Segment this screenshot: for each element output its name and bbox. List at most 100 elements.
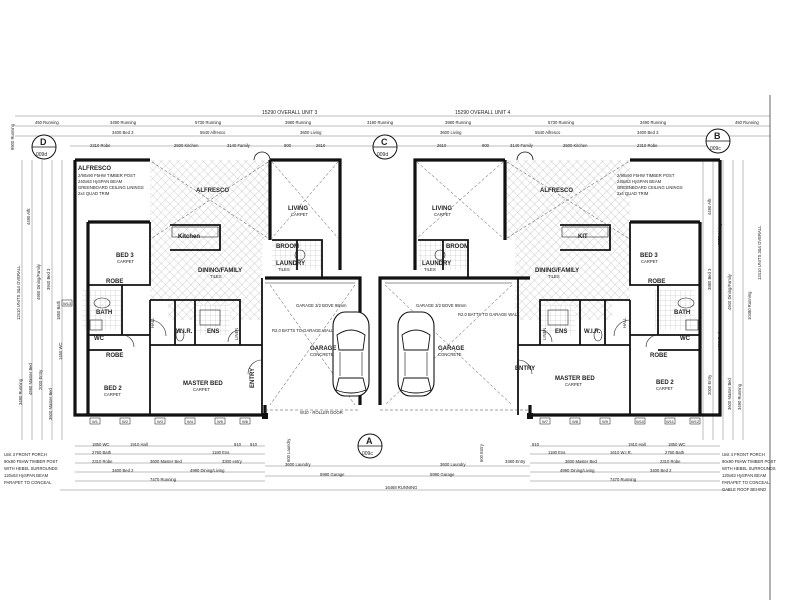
- svg-text:1910 Hall: 1910 Hall: [130, 442, 148, 447]
- top-sub-dim-8: 3140 Family: [510, 143, 534, 148]
- svg-text:W11: W11: [666, 419, 675, 424]
- right-side-dimensions: 4490 Alfr. 3250 Living 3880 Bed 3 4940 D…: [702, 160, 762, 440]
- overall-side-right: 10480 Running: [747, 291, 752, 320]
- svg-text:2/90x90 F5HW TIMBER POST: 2/90x90 F5HW TIMBER POST: [617, 173, 675, 178]
- svg-text:TILES: TILES: [424, 267, 436, 272]
- room-entry-unit3: ENTRY: [250, 368, 256, 388]
- top-room-dim-4: 3600 Living: [440, 130, 462, 135]
- svg-text:W10: W10: [636, 419, 645, 424]
- svg-text:3600 Laundry: 3600 Laundry: [440, 462, 467, 467]
- svg-text:GABLE ROOF BEHIND: GABLE ROOF BEHIND: [722, 487, 766, 492]
- top-sub-dim-1: 2310 Robe: [90, 143, 111, 148]
- svg-text:CARPET: CARPET: [117, 259, 134, 264]
- overall-unit4: 15290 OVERALL UNIT 4: [455, 110, 511, 116]
- svg-text:W4: W4: [187, 419, 194, 424]
- svg-text:2760 Bath: 2760 Bath: [92, 450, 112, 455]
- svg-text:3490 Running: 3490 Running: [737, 383, 742, 410]
- room-bed3-unit4: BED 3: [640, 253, 658, 259]
- room-ens-unit3: ENS: [207, 329, 219, 335]
- room-wc-unit3: WC: [94, 336, 105, 342]
- svg-text:W3: W3: [157, 419, 164, 424]
- porch-note-unit3: Unit 3 FRONT PORCH 90x90 F5HW TIMBER POS…: [4, 452, 58, 485]
- svg-text:4950 Dining/Family: 4950 Dining/Family: [36, 263, 41, 300]
- svg-text:910: 910: [250, 442, 258, 447]
- room-robe-unit3: ROBE: [106, 279, 123, 285]
- porch-note-unit4: Unit 4 FRONT PORCH 90x90 F5HW TIMBER POS…: [722, 452, 776, 492]
- top-room-dim-2: 5540 Alfresco: [200, 130, 226, 135]
- svg-text:3880 Bed 3: 3880 Bed 3: [707, 268, 712, 290]
- svg-text:W7: W7: [542, 419, 549, 424]
- svg-text:7470 Running: 7470 Running: [150, 477, 177, 482]
- svg-text:3600 Master Bed: 3600 Master Bed: [727, 377, 732, 410]
- svg-text:C: C: [381, 137, 388, 147]
- svg-text:910: 910: [532, 442, 540, 447]
- svg-text:WITH HEBEL SURROUNDS: WITH HEBEL SURROUNDS: [4, 466, 58, 471]
- room-bath-unit3: BATH: [96, 310, 112, 316]
- batts-note-unit4: R2.0 BATTS TO GARAGE WALL: [458, 312, 520, 317]
- svg-text:240x63 HySPAN BEAM: 240x63 HySPAN BEAM: [78, 179, 123, 184]
- room-linen-unit4: LINEN: [542, 328, 547, 340]
- svg-text:GREENBOARD CEILING LININGS: GREENBOARD CEILING LININGS: [617, 185, 683, 190]
- unit-4: ALFRESCO LIVING CARPET BED 3 CARPET ROBE…: [378, 158, 722, 417]
- svg-text:2310 Robe: 2310 Robe: [660, 459, 681, 464]
- svg-text:Unit 3 FRONT PORCH: Unit 3 FRONT PORCH: [4, 452, 47, 457]
- garage-wall-note-unit4: GARAGE 3/2 BOVE 98mm: [416, 303, 467, 308]
- svg-text:PARAPET TO CONCEAL: PARAPET TO CONCEAL: [4, 480, 52, 485]
- room-wir-unit4: W.I.R.: [584, 329, 601, 335]
- svg-text:009d: 009d: [36, 152, 47, 158]
- room-living-unit4: LIVING: [432, 206, 452, 212]
- svg-text:CARPET: CARPET: [193, 387, 210, 392]
- bottom-dimensions: 1850 WC 1910 Hall 2760 Bath 2310 Robe 11…: [60, 438, 730, 491]
- svg-text:3400 Bed 2: 3400 Bed 2: [112, 468, 134, 473]
- svg-text:A: A: [366, 436, 373, 446]
- car-icon: [332, 311, 370, 397]
- svg-text:5990 Garage: 5990 Garage: [430, 472, 455, 477]
- svg-text:1910 Hall: 1910 Hall: [628, 442, 646, 447]
- svg-text:CONCRETE: CONCRETE: [310, 352, 334, 357]
- svg-text:3940 Bed 3: 3940 Bed 3: [46, 268, 51, 290]
- svg-text:WITH HEBEL SURROUNDS: WITH HEBEL SURROUNDS: [722, 466, 776, 471]
- svg-text:W2: W2: [122, 419, 129, 424]
- room-master-unit3: MASTER BED: [183, 381, 223, 387]
- svg-text:CARPET: CARPET: [656, 386, 673, 391]
- top-sub-dim-7: 900: [482, 143, 490, 148]
- overall-side: 12410 UNITS 3&4 OVERALL: [16, 265, 21, 320]
- room-broom-unit3: BROOM: [276, 244, 299, 250]
- svg-text:120x63 HySPAN BEAM: 120x63 HySPAN BEAM: [4, 473, 49, 478]
- roller-door-note: W10 - ROLLER DOOR: [300, 410, 343, 415]
- svg-text:TILES: TILES: [278, 267, 290, 272]
- room-bed3-unit3: BED 3: [116, 253, 134, 259]
- top-dim-9: 450 Running: [735, 120, 759, 125]
- svg-text:W13: W13: [63, 301, 72, 306]
- svg-text:009d: 009d: [377, 152, 388, 158]
- svg-text:1610 W.I.R.: 1610 W.I.R.: [610, 450, 632, 455]
- svg-text:120x63 HySPAN BEAM: 120x63 HySPAN BEAM: [722, 473, 767, 478]
- svg-text:2000 Entry: 2000 Entry: [707, 374, 712, 395]
- unit-3: ALFRESCO LIVING CARPET BED 3 CARPET ROBE…: [73, 158, 370, 417]
- svg-text:2x4 QUAD TRIM: 2x4 QUAD TRIM: [78, 191, 110, 196]
- top-sub-dim-10: 2310 Robe: [637, 143, 658, 148]
- overall-bottom: 16468 RUNNING: [385, 485, 417, 490]
- svg-text:1850 WC: 1850 WC: [668, 442, 685, 447]
- svg-text:Unit 4 FRONT PORCH: Unit 4 FRONT PORCH: [722, 452, 765, 457]
- garage-wall-note-unit3: GARAGE 3/2 BOVE 98mm: [296, 303, 347, 308]
- room-master-unit4: MASTER BED: [555, 376, 595, 382]
- svg-text:009c: 009c: [710, 146, 721, 152]
- svg-text:4940 Dining/Family: 4940 Dining/Family: [727, 273, 732, 310]
- room-broom-unit4: BROOM: [446, 244, 469, 250]
- room-garage-unit4: GARAGE: [438, 346, 464, 352]
- svg-text:D: D: [40, 137, 47, 147]
- svg-text:600 Laundry: 600 Laundry: [286, 438, 291, 462]
- grid-marker-b: B 009c: [705, 128, 731, 154]
- svg-text:1850 WC: 1850 WC: [92, 442, 109, 447]
- room-kit-unit4: KIT: [578, 234, 588, 240]
- svg-text:PARAPET TO CONCEAL: PARAPET TO CONCEAL: [722, 480, 770, 485]
- top-sub-dim-4: 900: [284, 143, 292, 148]
- room-wir-unit3: W.I.R.: [176, 329, 193, 335]
- svg-text:2310 Robe: 2310 Robe: [92, 459, 113, 464]
- svg-text:4990 Dining/Living: 4990 Dining/Living: [190, 468, 225, 473]
- svg-text:CARPET: CARPET: [434, 212, 451, 217]
- room-robe2-unit3: ROBE: [106, 353, 123, 359]
- room-hall-unit4: HALL: [622, 317, 627, 328]
- svg-text:1850 Bath: 1850 Bath: [56, 300, 61, 320]
